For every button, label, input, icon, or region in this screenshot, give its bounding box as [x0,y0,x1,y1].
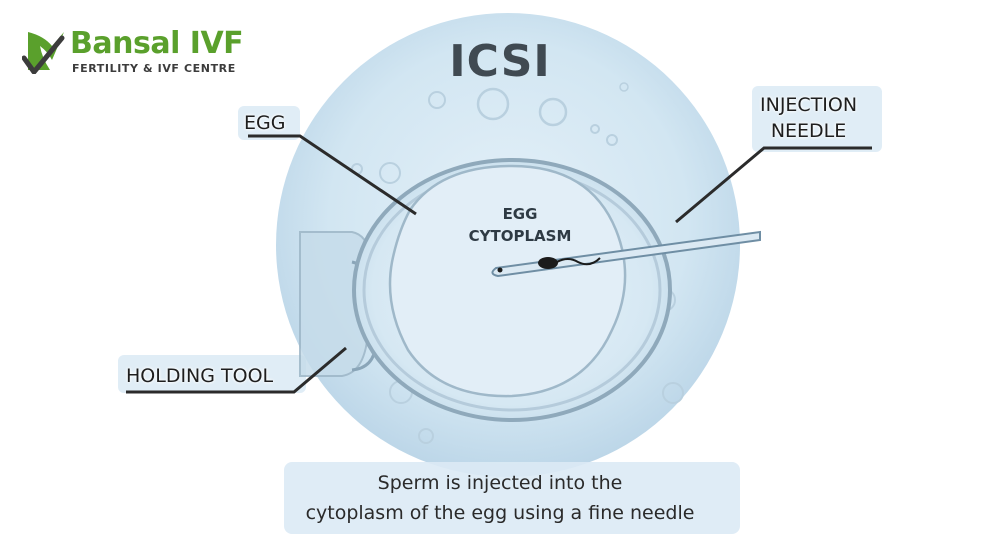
needle-label-underlay [752,86,882,152]
diagram-caption: Sperm is injected into the cytoplasm of … [0,468,1000,528]
bubble [418,428,434,444]
bubble [662,382,684,404]
diagram-title: ICSI [449,36,551,87]
label-injection-needle: INJECTION NEEDLE [760,92,857,144]
caption-line2: cytoplasm of the egg using a fine needle [305,502,695,524]
caption-line1: Sperm is injected into the [377,472,623,494]
bubble [476,87,510,121]
bubble [428,91,446,109]
holding-leader-line [126,346,347,394]
sperm-tail [556,257,601,266]
leaf-checkmark-icon [22,32,65,74]
label-egg-cytoplasm: EGG CYTOPLASM [420,203,620,247]
label-injection-needle-line2: NEEDLE [770,120,847,142]
caption-underlay [284,462,740,534]
brand-name: Bansal IVF [70,26,244,61]
bubble [379,162,401,184]
label-egg: EGG [244,112,286,134]
label-egg-cytoplasm-line1: EGG [502,205,538,223]
egg-cytoplasm [388,164,627,398]
label-egg-cytoplasm-line2: CYTOPLASM [468,227,572,245]
needle-leader-line [675,146,872,224]
brand-logo: Bansal IVF FERTILITY & IVF CENTRE [22,26,262,80]
bubble [619,82,629,92]
holding-label-underlay [118,355,306,393]
label-holding-tool: HOLDING TOOL [126,365,274,387]
bubble [606,134,618,146]
brand-tagline: FERTILITY & IVF CENTRE [72,62,236,75]
egg-label-underlay [238,106,300,140]
bubble [590,124,600,134]
label-injection-needle-line1: INJECTION [760,94,858,116]
bubble [538,97,568,127]
sperm-head [538,257,558,269]
injection-needle [491,230,761,278]
injection-point [497,267,503,273]
egg-leader-line [248,134,417,216]
